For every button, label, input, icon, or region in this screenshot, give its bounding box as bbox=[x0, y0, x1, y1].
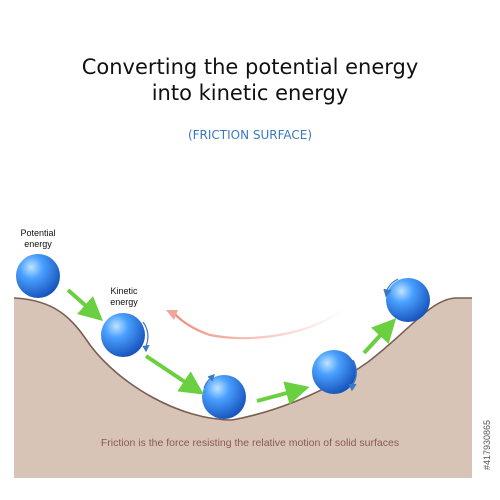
title-line-1: Converting the potential energy bbox=[81, 55, 419, 79]
spin-arrow-icon bbox=[142, 321, 150, 353]
motion-arrow-icon bbox=[144, 354, 204, 395]
spin-arrow-icon bbox=[383, 278, 399, 298]
ball-icon bbox=[101, 313, 145, 357]
potential-label-line-2: energy bbox=[24, 239, 52, 249]
friction-arrow-icon bbox=[166, 307, 346, 340]
stock-id: #417930865 bbox=[482, 419, 492, 470]
spin-arrow-icon bbox=[348, 359, 357, 392]
title-line-2: into kinetic energy bbox=[151, 81, 349, 105]
spin-arrow-icon bbox=[203, 374, 215, 389]
valley-ground bbox=[14, 298, 472, 478]
ball-icon bbox=[16, 254, 60, 298]
kinetic-energy-label: Kinetic energy bbox=[98, 286, 150, 308]
valley-surface bbox=[13, 297, 472, 421]
potential-label-line-1: Potential bbox=[20, 228, 56, 238]
kinetic-label-line-1: Kinetic bbox=[110, 286, 138, 296]
motion-arrow-icon bbox=[256, 381, 310, 405]
ball-icon bbox=[312, 350, 356, 394]
ball-icon bbox=[202, 375, 246, 419]
ball-icon bbox=[386, 278, 430, 322]
motion-arrow-icon bbox=[362, 318, 397, 355]
potential-energy-label: Potential energy bbox=[12, 228, 64, 250]
kinetic-label-line-2: energy bbox=[110, 297, 138, 307]
caption: Friction is the force resisting the rela… bbox=[100, 437, 400, 449]
motion-arrow-icon bbox=[66, 288, 103, 321]
subtitle: (FRICTION SURFACE) bbox=[187, 128, 313, 142]
